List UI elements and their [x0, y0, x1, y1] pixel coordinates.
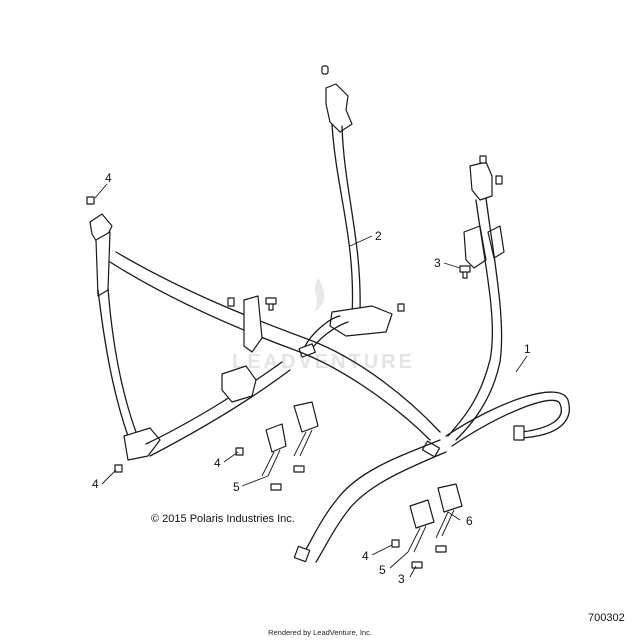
buckle-center-straps [261, 429, 313, 477]
belt-1-end-tab [293, 545, 311, 563]
callout-1: 1 [524, 342, 531, 356]
belt-2-strap [331, 123, 361, 317]
callout-6: 6 [466, 514, 473, 528]
buckle-right-b [437, 483, 463, 513]
bolt-icon [459, 265, 471, 279]
belt-1-clip [487, 225, 505, 259]
belt-1-guide [463, 225, 487, 269]
buckle-right-straps [407, 509, 455, 553]
belt-assembly-2 [298, 65, 393, 358]
buckle-set-center [261, 401, 319, 477]
buckle-set-right [407, 483, 463, 553]
callout-3: 3 [434, 256, 441, 270]
belt-1-strap [447, 197, 503, 441]
belt-2-anchor-cap [321, 65, 329, 75]
belt-2-retractor [329, 305, 393, 337]
leader-lines [94, 183, 528, 578]
bolt-icon [293, 465, 305, 473]
copyright-text: © 2015 Polaris Industries Inc. [151, 513, 295, 525]
buckle-right-a [409, 499, 435, 529]
left-belt-sweep-strap [109, 251, 441, 441]
bolt-icon [270, 483, 282, 491]
diagram-number: 700302 [588, 612, 625, 624]
bolt-icon [435, 545, 447, 553]
nut-icon [235, 447, 244, 456]
cap-icon [495, 175, 503, 185]
left-belt-bracket [243, 295, 263, 353]
callout-5: 5 [379, 563, 386, 577]
buckle-center-a [265, 423, 287, 453]
hardware [86, 155, 503, 569]
left-belt-lower-anchor [123, 427, 161, 461]
buckle-center-b [293, 401, 319, 433]
nut-icon [86, 196, 95, 205]
cap-icon [227, 297, 235, 307]
belt-2-top-anchor [325, 83, 353, 133]
callout-4: 4 [362, 549, 369, 563]
left-belt-retractor [221, 365, 257, 403]
callouts: 1 2 3 3 4 4 4 4 5 5 6 [92, 171, 531, 586]
belt-1-lower-strap [301, 439, 447, 563]
cap-icon [397, 303, 405, 312]
callout-4: 4 [105, 171, 112, 185]
watermark-flame-icon [314, 278, 325, 312]
callout-3: 3 [398, 572, 405, 586]
nut-icon [114, 464, 123, 473]
belt-1-loop-strap [445, 391, 570, 447]
left-belt-lap-strap [145, 361, 291, 457]
bolt-icon [411, 561, 423, 569]
callout-4: 4 [92, 477, 99, 491]
nut-icon [391, 539, 400, 548]
callout-5: 5 [233, 480, 240, 494]
bolt-icon [265, 297, 277, 311]
belt-1-top-anchor [469, 161, 493, 201]
left-belt-vertical-strap [97, 287, 137, 437]
cap-icon [479, 155, 487, 164]
callout-2: 2 [375, 229, 382, 243]
left-belt-guide [95, 231, 111, 297]
belt-assembly-left [89, 213, 441, 461]
rendered-by-footer: Rendered by LeadVenture, Inc. [268, 628, 372, 637]
belt-1-loop-end [513, 425, 525, 441]
callout-4: 4 [214, 456, 221, 470]
